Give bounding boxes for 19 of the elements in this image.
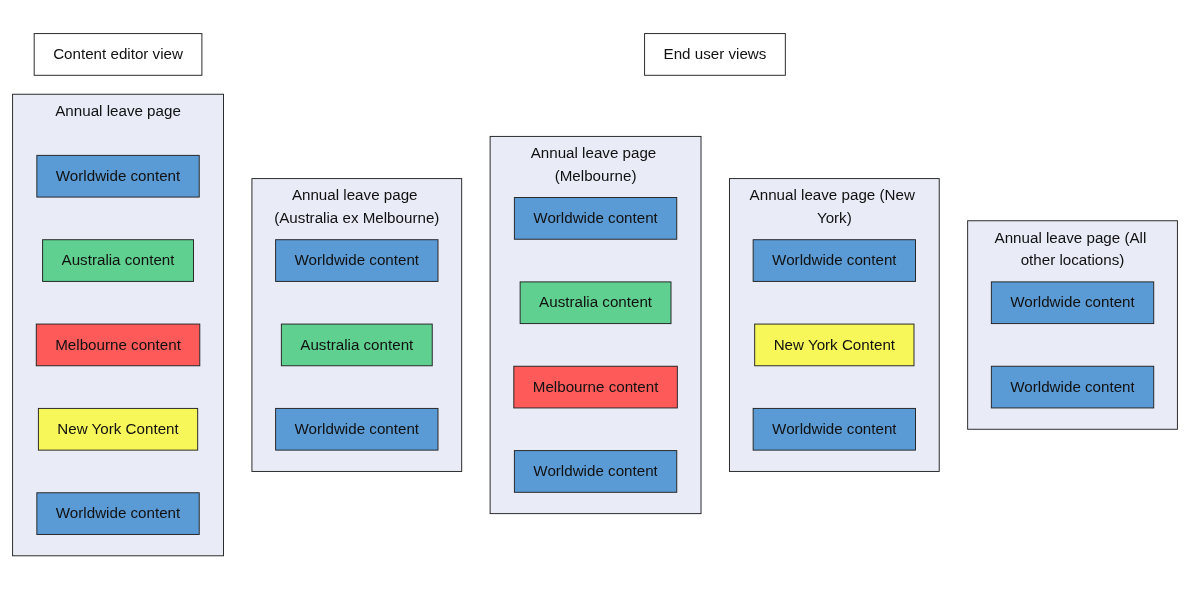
node-box: Worldwide content <box>990 281 1155 325</box>
node-box: Worldwide content <box>275 408 439 451</box>
node-box: Melbourne content <box>513 366 678 409</box>
node-box: Australia content <box>280 323 433 367</box>
node-box: Worldwide content <box>990 366 1155 409</box>
node-box: Worldwide content <box>752 408 916 451</box>
node-box: End user views <box>644 33 786 77</box>
node-box: Content editor view <box>33 33 203 77</box>
node-box: Worldwide content <box>36 492 200 536</box>
node-box: Australia content <box>42 239 194 283</box>
node-box: Worldwide content <box>752 239 916 283</box>
node-box: Melbourne content <box>35 323 201 367</box>
node-box: New York Content <box>754 323 915 367</box>
node-box: Australia content <box>519 281 672 325</box>
node-box: Worldwide content <box>275 239 439 283</box>
node-box: Worldwide content <box>513 450 678 494</box>
node-box: Worldwide content <box>36 155 200 198</box>
node-box: New York Content <box>37 408 199 451</box>
node-box: Worldwide content <box>513 197 678 241</box>
